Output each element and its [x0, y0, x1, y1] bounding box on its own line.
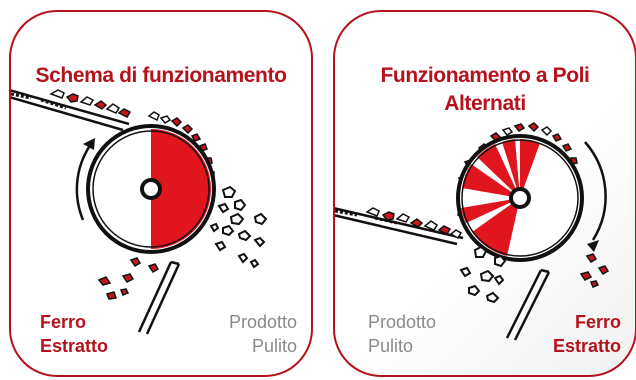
material-on-belt: [365, 207, 463, 240]
extracted-iron-particles: [579, 253, 610, 288]
label-extracted-iron-line-1: Ferro: [40, 312, 87, 332]
label-extracted-iron-line-1: Ferro: [574, 312, 621, 332]
panel-title: Schema di funzionamento: [35, 64, 287, 87]
label-clean-product-line-1: Prodotto: [228, 312, 297, 332]
conveyor-belt: [11, 89, 130, 132]
label-clean-product: Prodotto Pulito: [229, 310, 297, 358]
panel-title-line-1: Funzionamento a Poli: [380, 64, 590, 87]
clean-product-particles: [209, 185, 268, 269]
material-on-belt: [49, 89, 132, 118]
panel-title: Funzionamento a Poli Alternati: [335, 62, 635, 118]
label-extracted-iron: Ferro Estratto: [553, 310, 621, 358]
splitter-plate: [137, 260, 181, 335]
operating-scheme-illustration: [11, 89, 268, 335]
panel-alternating-poles: Funzionamento a Poli Alternati Prodotto …: [333, 10, 636, 377]
extracted-iron-particles: [97, 257, 160, 300]
label-clean-product: Prodotto Pulito: [368, 310, 436, 358]
rotation-arrow-icon: [75, 138, 95, 221]
label-extracted-iron: Ferro Estratto: [40, 310, 108, 358]
label-extracted-iron-line-2: Estratto: [552, 336, 621, 356]
magnetic-drum: [86, 124, 216, 254]
label-clean-product-line-1: Prodotto: [368, 312, 437, 332]
label-extracted-iron-line-2: Estratto: [40, 336, 109, 356]
conveyor-belt: [335, 207, 464, 246]
splitter-plate: [505, 268, 551, 341]
magnetic-drum-alternating: [456, 134, 584, 262]
label-clean-product-line-2: Pulito: [368, 336, 414, 356]
panel-operating-scheme: Schema di funzionamento Ferro Estratto P…: [9, 10, 313, 377]
clean-product-particles: [459, 245, 507, 304]
alternating-poles-illustration: [335, 122, 610, 341]
label-clean-product-line-2: Pulito: [251, 336, 297, 356]
panel-title-line-2: Alternati: [444, 92, 526, 115]
rotation-arrow-icon: [584, 141, 607, 252]
